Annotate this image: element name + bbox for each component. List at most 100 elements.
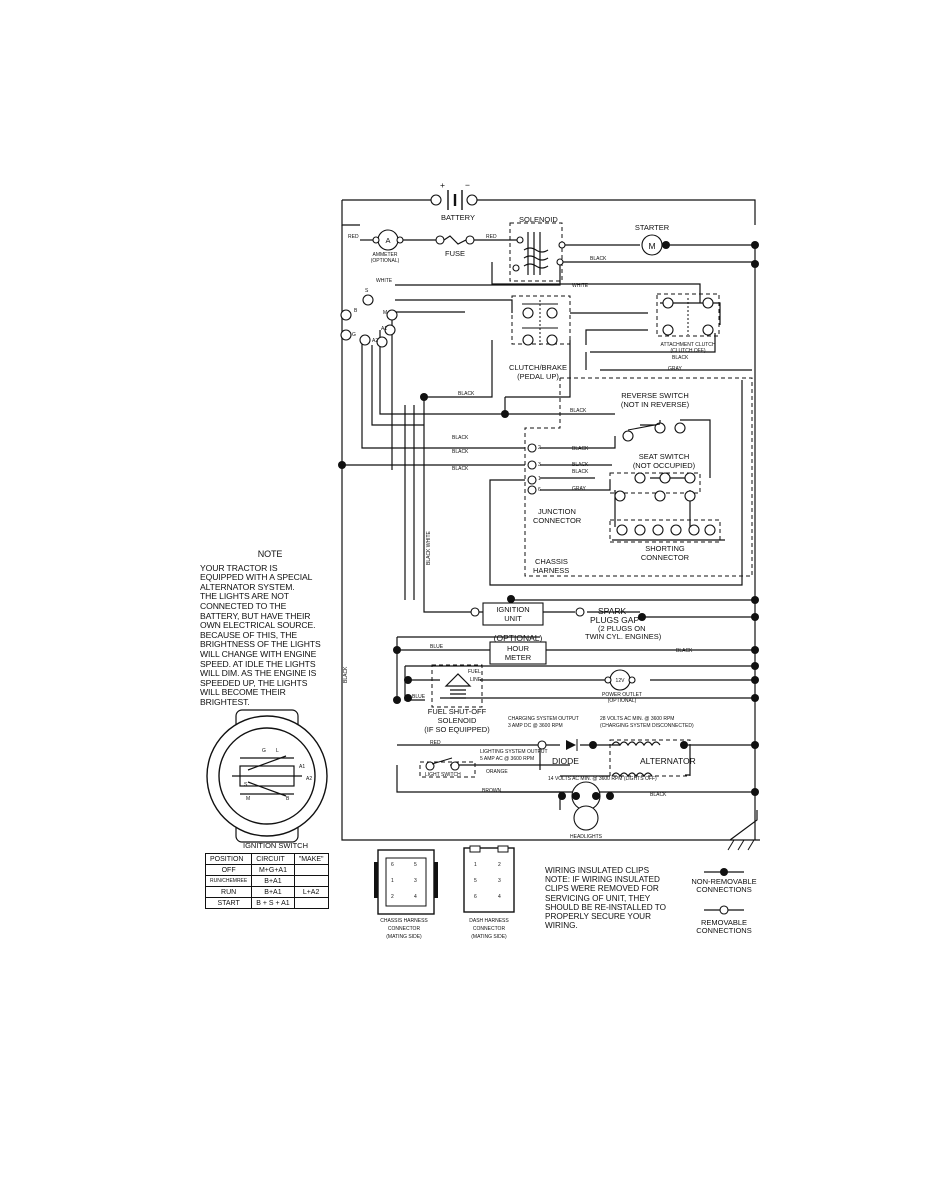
note-line: EQUIPPED WITH A SPECIAL [200, 572, 313, 583]
ign-icon-a2: A2 [306, 776, 312, 782]
table-header: POSITION [204, 853, 253, 865]
note-line: BRIGHTEST. [200, 696, 250, 707]
table-cell: M+G+A1 [251, 864, 295, 876]
ign-icon-l: L [276, 748, 279, 754]
ignition-unit-label-1: IGNITION [496, 605, 529, 614]
fuel-line-label-1: FUEL [468, 669, 481, 675]
battery: + − BATTERY [430, 180, 478, 222]
ign-icon-g: G [262, 748, 266, 754]
table-cell: RUN [204, 886, 253, 898]
ign-icon-s: S [244, 782, 248, 788]
table-cell: RUN/CHEMREE [204, 875, 253, 887]
hour-meter-optional: (OPTIONAL) [494, 633, 543, 643]
wire-blue-1: BLUE [430, 644, 444, 650]
ground-symbol [727, 839, 760, 851]
shorting-connector-label-2: CONNECTOR [641, 553, 690, 562]
dash-pin-2: 2 [498, 862, 501, 868]
wire-blue-2: BLUE [412, 694, 426, 700]
fuel-solenoid-label-2: SOLENOID [438, 716, 477, 725]
ammeter-symbol: A [385, 236, 390, 245]
chassis-harness: CHASSIS HARNESS [533, 557, 569, 575]
junction-pin-6: 6 [538, 487, 541, 493]
battery-minus: − [465, 180, 470, 190]
dash-connector-label-1: DASH HARNESS [469, 918, 509, 924]
main-wires [341, 199, 758, 841]
table-header: CIRCUIT [251, 853, 295, 865]
note-line: YOUR TRACTOR IS [200, 562, 278, 573]
ignition-unit: IGNITION UNIT [470, 595, 544, 626]
note-title: NOTE [257, 549, 283, 559]
junction-pin-2: 2 [538, 445, 541, 451]
wire-red-2: RED [486, 234, 497, 240]
table-header-row: POSITION CIRCUIT "MAKE" [204, 853, 329, 865]
ammeter: A AMMETER (OPTIONAL) [371, 229, 404, 264]
wire-black-12: BLACK [650, 792, 667, 798]
dash-connector-label-2: CONNECTOR [473, 926, 506, 932]
ammeter-label: AMMETER [373, 252, 398, 258]
dash-pin-3: 3 [498, 878, 501, 884]
non-removable-label-1: NON-REMOVABLE [691, 877, 756, 886]
attachment-clutch-state: (CLUTCH OFF) [671, 348, 706, 354]
dash-pin-6: 6 [474, 894, 477, 900]
table-cell: B + S + A1 [251, 897, 295, 909]
terminal-a1: A1 [381, 326, 387, 332]
wire-black-7: BLACK [452, 466, 469, 472]
dash-pin-5: 5 [474, 878, 477, 884]
wire-red-3: RED [430, 740, 441, 746]
spark-plugs-label-3: (2 PLUGS ON [598, 624, 646, 633]
ign-icon-a1: A1 [299, 764, 305, 770]
removable-label-2: CONNECTIONS [696, 926, 751, 935]
volts-28-2: (CHARGING SYSTEM DISCONNECTED) [600, 723, 694, 729]
note-line: BRIGHTNESS OF THE LIGHTS [200, 639, 321, 650]
ignition-switch-icon: G L A1 A2 S M B IGNITION SWITCH [206, 709, 328, 850]
wire-black-8: BLACK [572, 446, 589, 452]
note-line: SPEED. AT IDLE THE LIGHTS [200, 658, 316, 669]
dash-pin-4: 4 [498, 894, 501, 900]
wire-black-11: BLACK [676, 648, 693, 654]
junction-connector-label-1: JUNCTION [538, 507, 576, 516]
chassis-pin-5: 5 [414, 862, 417, 868]
chassis-connector-label-1: CHASSIS HARNESS [380, 918, 428, 924]
connection-legend: NON-REMOVABLE CONNECTIONS REMOVABLE CONN… [691, 868, 757, 935]
reverse-switch: REVERSE SWITCH (NOT IN REVERSE) [621, 391, 690, 442]
wire-black-3: BLACK [458, 391, 475, 397]
table-cell: L+A2 [293, 886, 329, 898]
light-switch-label: LIGHT SWITCH [425, 772, 461, 778]
dash-harness-connector: 1 5 6 2 3 4 DASH HARNESS CONNECTOR (MATI… [463, 845, 515, 940]
attachment-clutch: ATTACHMENT CLUTCH (CLUTCH OFF) [661, 297, 716, 354]
lighting-output-1: LIGHTING SYSTEM OUTPUT [480, 749, 548, 755]
wire-black-2: BLACK [672, 355, 689, 361]
fuel-line-label-2: LINE [470, 677, 482, 683]
light-switch: LIGHT SWITCH [425, 757, 461, 778]
chassis-pin-4: 4 [414, 894, 417, 900]
wire-black-5: BLACK [452, 435, 469, 441]
charging-system: CHARGING SYSTEM OUTPUT 3 AMP DC @ 3600 R… [480, 716, 696, 782]
table-header: "MAKE" [293, 853, 329, 865]
clip-note-line: PROPERLY SECURE YOUR [545, 912, 652, 922]
chassis-connector-label-2: CONNECTOR [388, 926, 421, 932]
ign-icon-m: M [246, 796, 250, 802]
volts-28-1: 28 VOLTS AC MIN. @ 3600 RPM [600, 716, 674, 722]
connection-dots [338, 241, 759, 796]
ignition-switch-label: IGNITION SWITCH [243, 841, 308, 850]
clip-note-line: SERVICING OF UNIT, THEY [545, 893, 651, 903]
junction-pin-1: 1 [538, 476, 541, 482]
ignition-circuit-table: POSITION CIRCUIT "MAKE" OFF M+G+A1 RUN/C… [204, 853, 329, 909]
hour-meter-label-2: METER [505, 653, 532, 662]
clip-note-title: WIRING INSULATED CLIPS [545, 866, 650, 875]
table-cell: B+A1 [251, 886, 295, 898]
wire-orange: ORANGE [486, 769, 508, 775]
note-line: THE LIGHTS ARE NOT [200, 591, 289, 602]
terminal-a2: A2 [372, 338, 378, 344]
chassis-pin-2: 2 [391, 894, 394, 900]
dash-pin-1: 1 [474, 862, 477, 868]
clip-note-line: SHOULD BE RE-INSTALLED TO [545, 902, 667, 912]
wire-gray-2: GRAY [572, 486, 586, 492]
note-line: OWN ELECTRICAL SOURCE. [200, 620, 316, 631]
seat-switch: SEAT SWITCH (NOT OCCUPIED) [614, 452, 696, 502]
shorting-connector-label-1: SHORTING [645, 544, 685, 553]
dash-connector-label-3: (MATING SIDE) [471, 934, 507, 940]
fuel-solenoid-label-1: FUEL SHUT-OFF [428, 707, 487, 716]
terminal-s: S [365, 288, 369, 294]
